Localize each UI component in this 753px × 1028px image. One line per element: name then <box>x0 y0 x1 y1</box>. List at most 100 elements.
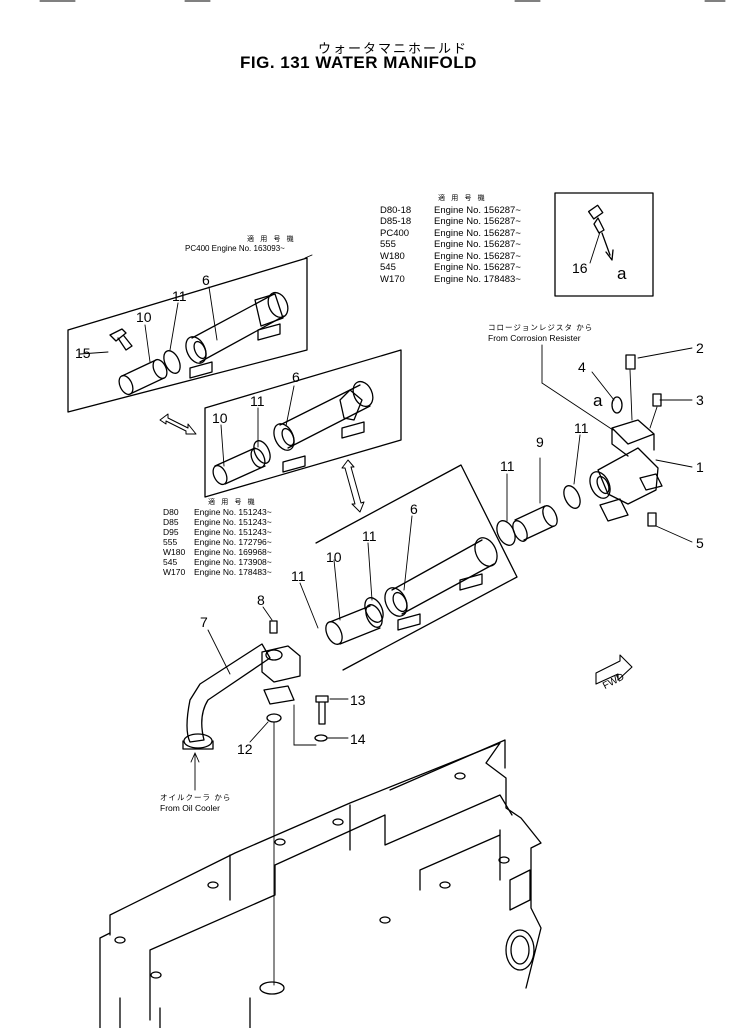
arrow-line <box>601 232 611 256</box>
applicability-row: W170 Engine No. 178483~ <box>380 274 521 286</box>
engine-number: Engine No. 178483~ <box>434 273 521 285</box>
engine-number: Engine No. 156287~ <box>434 250 521 262</box>
callout-10: 10 <box>326 549 342 565</box>
sensor-plug-icon <box>587 204 604 220</box>
sensor-body-icon <box>593 217 605 234</box>
callout-a: a <box>593 391 603 410</box>
leader-line <box>589 231 601 264</box>
oil-cooler-note-en: From Oil Cooler <box>160 803 220 813</box>
engine-number: Engine No. 169968~ <box>194 547 272 557</box>
corrosion-resister-note-en: From Corrosion Resister <box>488 333 581 343</box>
applicability-row: D85 Engine No. 151243~ <box>163 517 272 527</box>
middle-panel <box>204 349 402 498</box>
model-name: 555 <box>380 239 396 250</box>
engine-number: Engine No. 156287~ <box>434 227 521 239</box>
callout-7: 7 <box>200 614 208 630</box>
callout-4: 4 <box>578 359 586 375</box>
engine-number: Engine No. 156287~ <box>434 204 521 216</box>
engine-number: Engine No. 156287~ <box>434 262 521 273</box>
engine-number: Engine No. 173908~ <box>194 557 272 567</box>
callout-3: 3 <box>696 392 704 408</box>
applicability-row: W170 Engine No. 178483~ <box>163 567 272 577</box>
corrosion-resister-note-jp: コロージョンレジスタ から <box>488 323 594 332</box>
applicability-pc400: 適 用 号 機 PC400 Engine No. 163093~ <box>185 235 296 253</box>
model-name: W170 <box>380 273 405 285</box>
model-name: 545 <box>163 557 178 567</box>
callout-13: 13 <box>350 692 366 708</box>
callout-11: 11 <box>362 528 377 544</box>
model-name: W180 <box>380 250 405 262</box>
oil-cooler-note: オイルクーラ から From Oil Cooler <box>160 793 231 813</box>
callout-11: 11 <box>172 288 187 304</box>
hatched-arrow-icon <box>341 459 365 513</box>
pc400-panel <box>67 254 313 413</box>
callout-10: 10 <box>212 410 228 426</box>
engine-number: Engine No. 178483~ <box>194 567 272 577</box>
fwd-arrow-icon <box>595 654 633 685</box>
plug-8-icon <box>269 620 278 634</box>
callout-6: 6 <box>410 501 418 517</box>
lower-panel <box>315 464 518 671</box>
bolt-13-icon <box>315 695 329 725</box>
engine-number: Engine No. 172796~ <box>194 537 272 547</box>
model-name: D85 <box>163 517 179 527</box>
transition-arrows <box>159 413 365 513</box>
applicability-row: D80-18 Engine No. 156287~ <box>380 205 521 217</box>
applicability-row: D80 Engine No. 151243~ <box>163 507 272 517</box>
fwd-label: FWD <box>601 672 626 692</box>
applicability-header: 適 用 号 機 <box>208 498 257 506</box>
washer-14-icon <box>314 734 328 742</box>
washer-4-icon <box>611 396 623 414</box>
model-name: PC400 <box>380 227 410 239</box>
model-name: W180 <box>163 547 186 557</box>
callout-1: 1 <box>696 459 704 475</box>
lower-left-parts <box>182 620 329 986</box>
callout-6: 6 <box>292 369 300 385</box>
applicability-row: PC400 Engine No. 156287~ <box>380 228 521 240</box>
callout-11: 11 <box>574 420 589 436</box>
figure-title: FIG. 131 WATER MANIFOLD <box>240 53 477 72</box>
plug-5-icon <box>647 512 657 527</box>
callout-15: 15 <box>75 345 91 361</box>
model-name: D95 <box>163 527 179 537</box>
washer-12-icon <box>266 713 282 723</box>
model-name: 545 <box>380 262 396 273</box>
right-parts <box>496 354 663 546</box>
engine-number: Engine No. 151243~ <box>194 507 272 517</box>
applicability-row: W180 Engine No. 169968~ <box>163 547 272 557</box>
callout-11: 11 <box>500 458 515 474</box>
applicability-line: PC400 Engine No. 163093~ <box>185 244 285 253</box>
engine-block <box>99 739 542 1028</box>
plug-2-icon <box>625 354 636 370</box>
applicability-header: 適 用 号 機 <box>247 235 296 243</box>
callout-5: 5 <box>696 535 704 551</box>
applicability-row: D95 Engine No. 151243~ <box>163 527 272 537</box>
applicability-row: 545 Engine No. 173908~ <box>163 557 272 567</box>
callout-11: 11 <box>250 393 265 409</box>
model-name: W170 <box>163 567 186 577</box>
model-name: D80 <box>163 507 179 517</box>
applicability-row: W180 Engine No. 156287~ <box>380 251 521 263</box>
model-name: D85-18 <box>380 216 412 227</box>
hatched-arrow-icon <box>159 413 197 435</box>
callout-12: 12 <box>237 741 253 757</box>
detail-a-box <box>554 192 654 297</box>
figure-title-japanese: ウォータマニホールド <box>318 42 469 57</box>
applicability-header: 適 用 号 機 <box>438 194 487 202</box>
oil-cooler-note-jp: オイルクーラ から <box>160 793 232 802</box>
leaders <box>79 286 693 743</box>
callout-10: 10 <box>136 309 152 325</box>
callouts: 15 10 11 6 10 11 6 10 11 6 11 11 9 11 8 … <box>75 260 704 757</box>
corrosion-resister-note: コロージョンレジスタ から From Corrosion Resister <box>488 323 593 343</box>
arrow-head-icon <box>605 249 614 261</box>
engine-number: Engine No. 151243~ <box>194 517 272 527</box>
model-name: D80-18 <box>380 204 412 216</box>
sensor-15-icon <box>109 328 133 351</box>
callout-16: 16 <box>572 260 588 276</box>
engine-number: Engine No. 151243~ <box>194 527 272 537</box>
